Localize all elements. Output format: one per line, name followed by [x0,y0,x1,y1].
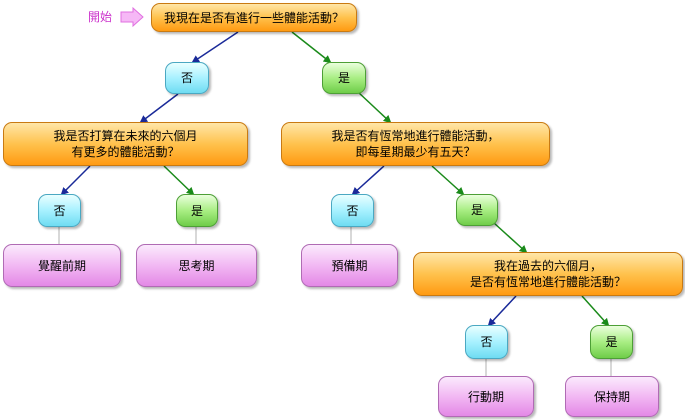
q2-yes-text: 是 [190,203,203,218]
arrow-q3yes-to-q4 [493,222,528,254]
stage-preparation-box: 預備期 [301,244,398,287]
arrow-q2-to-no [60,165,91,196]
q3-no-text: 否 [346,203,359,218]
question-2-line-2: 有更多的體能活動？ [71,145,180,159]
q2-no-text: 否 [53,203,66,218]
arrow-q4-to-no [487,295,517,327]
stage-maintenance-text: 保持期 [593,389,630,404]
q1-no-text: 否 [180,71,193,85]
stage-precontemplation-text: 覺醒前期 [37,258,86,273]
stage-precontemplation-box: 覺醒前期 [3,244,121,287]
stage-maintenance-box: 保持期 [565,376,659,417]
question-1-box: 我現在是否有進行一些體能活動？ [151,3,357,32]
question-3-line-2: 即每星期最少有五天？ [355,145,476,159]
q1-yes-badge: 是 [322,62,366,94]
arrow-q1-to-no [191,31,239,64]
start-label: 開始 [88,10,113,24]
q1-yes-text: 是 [337,71,350,85]
start-arrow-icon [120,6,144,28]
stage-contemplation-box: 思考期 [136,244,257,287]
arrow-q4-to-yes [581,295,610,327]
arrow-yes-to-q3 [357,91,392,124]
q4-no-badge: 否 [465,325,508,359]
arrow-q1-to-yes [291,31,332,64]
q4-yes-badge: 是 [590,325,633,359]
question-4-line-2: 是否有恆常地進行體能活動？ [469,275,626,289]
stage-action-text: 行動期 [467,389,504,404]
q3-no-badge: 否 [331,194,374,227]
q4-yes-text: 是 [605,335,618,349]
stage-preparation-text: 預備期 [331,258,368,273]
question-1-text: 我現在是否有進行一些體能活動？ [163,10,344,25]
q1-no-badge: 否 [165,62,209,94]
q3-yes-badge: 是 [456,194,498,226]
stage-action-box: 行動期 [438,376,534,417]
question-3-line-1: 我是否有恆常地進行體能活動， [331,129,500,143]
arrow-no-to-q2 [139,93,179,124]
q3-yes-text: 是 [470,203,483,217]
question-2-line-1: 我是否打算在未來的六個月 [53,129,198,143]
question-4-box: 我在過去的六個月， 是否有恆常地進行體能活動？ [413,252,683,296]
stage-contemplation-text: 思考期 [178,258,215,273]
arrow-q2-to-yes [163,165,195,196]
arrow-q3-to-no [351,165,385,196]
q4-no-text: 否 [480,335,493,349]
arrow-q3-to-yes [431,165,465,196]
q2-yes-badge: 是 [176,194,218,227]
question-2-box: 我是否打算在未來的六個月 有更多的體能活動？ [3,122,248,166]
question-3-box: 我是否有恆常地進行體能活動， 即每星期最少有五天？ [281,122,550,166]
q2-no-badge: 否 [38,194,81,227]
question-4-line-1: 我在過去的六個月， [493,259,602,273]
